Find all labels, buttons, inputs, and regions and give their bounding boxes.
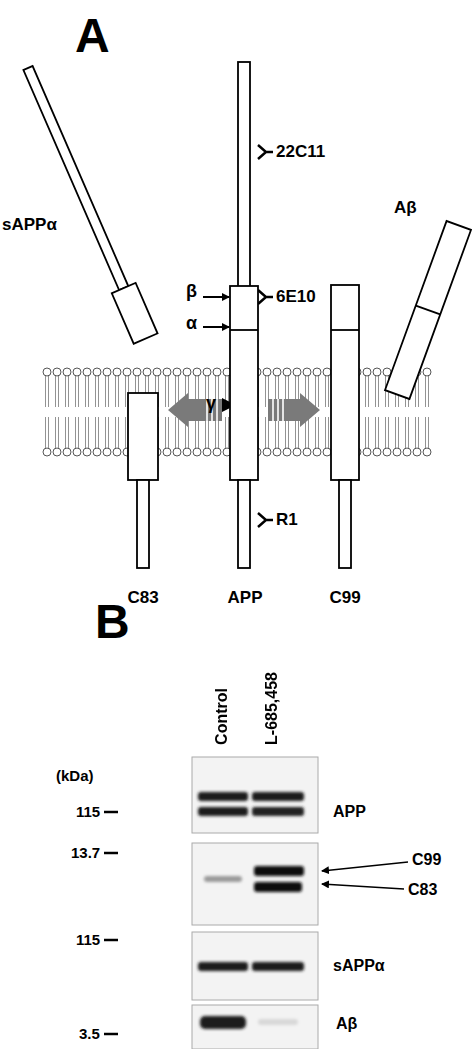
fragment-label: sAPPα [2,216,72,235]
arrow-stripe [272,399,274,421]
size-marker: 3.5 [79,1026,100,1043]
blot-panel [192,843,318,925]
fragment-node: sAPPα [0,60,160,350]
panel-letter: A [75,10,110,63]
fragment-label: C99 [320,589,370,608]
size-marker: 115 [76,804,100,821]
arrow-stripe [277,399,279,421]
antibody-name: 22C11 [276,143,325,162]
size-ticks [104,812,118,1034]
band-pointer [322,884,404,889]
band-pointer [322,862,408,871]
band-label: C83 [408,881,437,899]
fragment-shape [380,195,470,410]
fragment-label: Aβ [394,199,434,218]
fragment-shape [118,390,168,615]
band-label: sAPPα [333,957,385,975]
arrow-stripe [216,399,218,421]
secretase-site: γ [206,394,216,414]
band-label: APP [333,803,366,821]
antibody-symbol [258,290,273,304]
panel-letter: B [95,596,130,649]
fragment-shape [320,280,370,615]
size-marker: 115 [76,932,100,949]
processing-arrow [268,393,320,427]
size-marker: 13.7 [71,845,100,862]
lane-label: Control [213,688,231,745]
lane-label: L-685,458 [263,672,281,745]
arrow-body [168,393,222,427]
fragment-node: APP [222,58,268,615]
band-label: Aβ [336,1015,357,1033]
blot-panel [192,757,318,833]
antibody-name: 6E10 [276,288,316,307]
fragment-node: Aβ [380,195,470,410]
secretase-site: α [186,314,197,334]
unit-label: (kDa) [56,768,94,785]
fragment-shape [222,58,268,615]
antibody-name: R1 [276,511,298,530]
cleavage-arrow [203,326,229,328]
processing-arrow [168,393,222,427]
western-blot [104,757,408,1049]
fragment-label: APP [222,589,268,608]
blot-panel [192,1005,318,1049]
antibody-symbol [258,513,273,527]
fragment-node: C99 [320,280,370,615]
antibody-symbol [258,145,273,159]
arrow-body [268,393,320,427]
band-label: C99 [412,851,441,869]
blot-bands [198,792,304,1029]
fragment-shape [0,60,160,350]
secretase-site: β [186,282,197,302]
antibody-markers [258,145,273,527]
arrow-stripe [282,399,284,421]
cleavage-arrow [203,296,229,298]
blot-panel [192,932,318,1000]
fragment-node: C83 [118,390,168,615]
